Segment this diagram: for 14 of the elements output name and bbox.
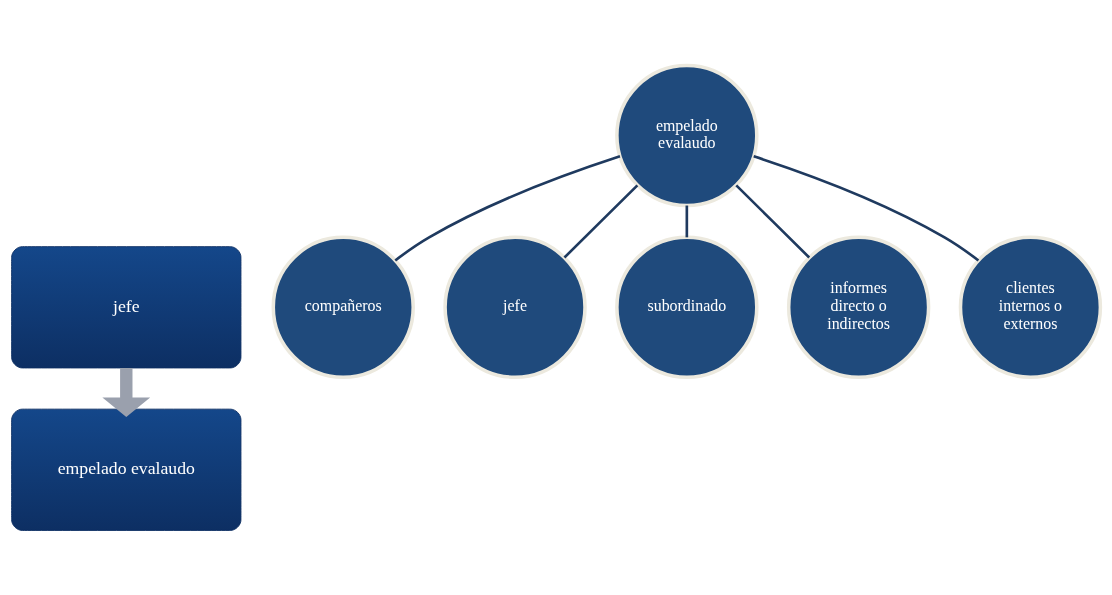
- connector: [735, 183, 811, 258]
- connector: [394, 154, 621, 262]
- node-circle: compañeros: [271, 235, 415, 379]
- node-circle: informes directo o indirectos: [786, 235, 931, 379]
- node-box: empelado evalaudo: [11, 408, 242, 531]
- node-circle: jefe: [443, 235, 587, 379]
- node-box: jefe: [11, 245, 242, 368]
- node-circle: empelado evalaudo: [615, 63, 759, 207]
- node-circle: subordinado: [615, 235, 759, 379]
- connector: [563, 183, 639, 258]
- connector: [685, 205, 689, 237]
- node-circle: clientes internos o externos: [958, 235, 1103, 379]
- connector: [753, 154, 980, 262]
- arrow: [102, 367, 151, 417]
